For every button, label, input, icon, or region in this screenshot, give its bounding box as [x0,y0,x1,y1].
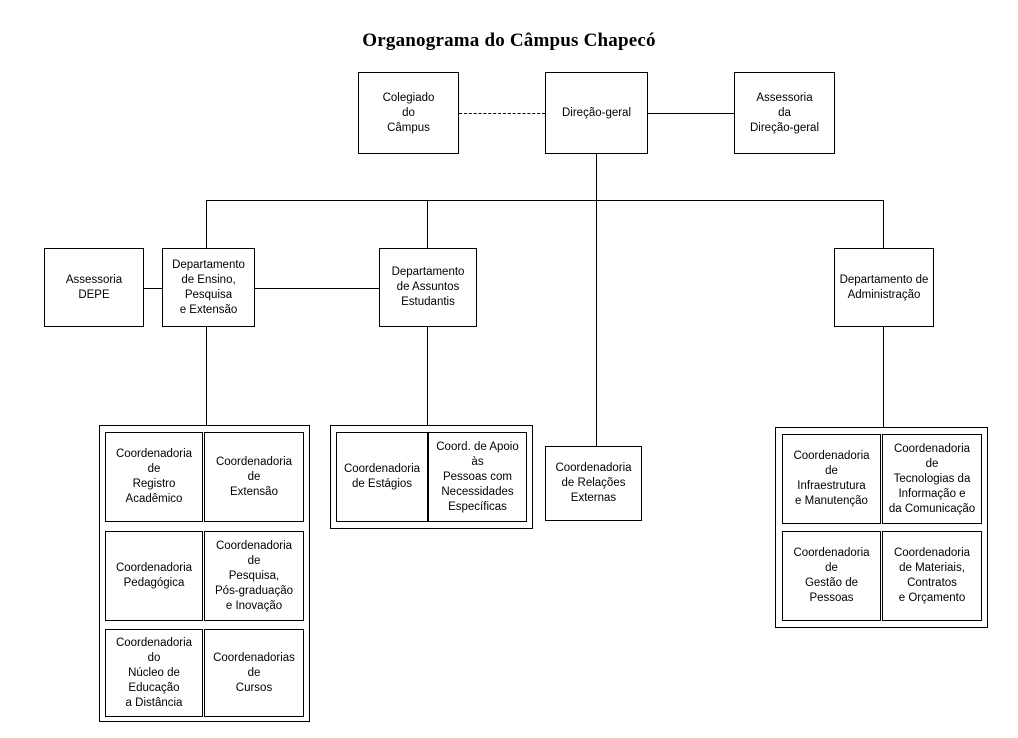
node-coordenadoria-extensao[interactable]: Coordenadoria de Extensão [204,432,304,522]
connector-bus-to-dae [427,200,428,248]
connector-depe-to-dae [255,288,379,289]
connector-direcao-to-assessoria [648,113,734,114]
node-coordenadoria-infraestrutura-manutencao[interactable]: Coordenadoria de Infraestrutura e Manute… [782,434,881,524]
connector-level2-bus [206,200,884,201]
node-coordenadoria-pedagogica[interactable]: Coordenadoria Pedagógica [105,531,203,621]
connector-colegiado-to-direcao [459,113,545,114]
node-coordenadoria-materiais-contratos-orcamento[interactable]: Coordenadoria de Materiais, Contratos e … [882,531,982,621]
node-coordenadorias-de-cursos[interactable]: Coordenadorias de Cursos [204,629,304,717]
node-coordenadoria-nucleo-educacao-distancia[interactable]: Coordenadoria do Núcleo de Educação a Di… [105,629,203,717]
connector-bus-to-relacoes-externas [596,200,597,446]
node-coordenadoria-tecnologias-informacao-comunicacao[interactable]: Coordenadoria de Tecnologias da Informaç… [882,434,982,524]
connector-dadm-to-group [883,327,884,427]
node-coordenadoria-relacoes-externas[interactable]: Coordenadoria de Relações Externas [545,446,642,521]
node-colegiado-do-campus[interactable]: Colegiado do Câmpus [358,72,459,154]
node-coordenadoria-apoio-pessoas-necessidades-especificas[interactable]: Coord. de Apoio às Pessoas com Necessida… [428,432,527,522]
node-direcao-geral[interactable]: Direção-geral [545,72,648,154]
connector-dae-to-group [427,327,428,425]
node-assessoria-da-direcao-geral[interactable]: Assessoria da Direção-geral [734,72,835,154]
connector-assessoria-depe-to-depe [144,288,162,289]
connector-direcao-trunk [596,154,597,200]
node-departamento-assuntos-estudantis[interactable]: Departamento de Assuntos Estudantis [379,248,477,327]
node-departamento-administracao[interactable]: Departamento de Administração [834,248,934,327]
node-coordenadoria-gestao-pessoas[interactable]: Coordenadoria de Gestão de Pessoas [782,531,881,621]
node-coordenadoria-registro-academico[interactable]: Coordenadoria de Registro Acadêmico [105,432,203,522]
connector-bus-to-dadm [883,200,884,248]
node-assessoria-depe[interactable]: Assessoria DEPE [44,248,144,327]
page-title: Organograma do Câmpus Chapecó [362,30,656,51]
connector-depe-to-group [206,327,207,425]
connector-bus-to-depe [206,200,207,248]
node-departamento-ensino-pesquisa-extensao[interactable]: Departamento de Ensino, Pesquisa e Exten… [162,248,255,327]
node-coordenadoria-pesquisa-pos-graduacao-inovacao[interactable]: Coordenadoria de Pesquisa, Pós-graduação… [204,531,304,621]
node-coordenadoria-estagios[interactable]: Coordenadoria de Estágios [336,432,428,522]
